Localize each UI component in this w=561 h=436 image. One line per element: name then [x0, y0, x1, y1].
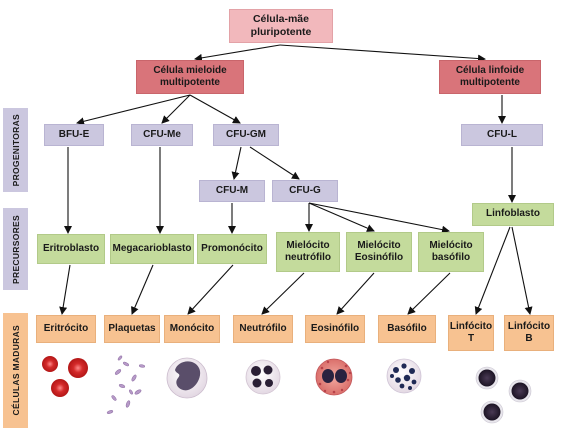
node-mielocito-eosinofilo: Mielócito Eosinófilo [346, 232, 412, 272]
red-blood-cells-icon [42, 356, 88, 397]
node-cfu-g: CFU-G [272, 180, 338, 202]
node-linfocito-b: Linfócito B [504, 315, 554, 351]
node-linfocito-t: Linfócito T [448, 315, 494, 351]
node-pluripotent-stem-cell: Célula-mãe pluripotente [229, 9, 333, 43]
stage-label-precursors: PRECURSORES [3, 208, 28, 290]
node-plaquetas: Plaquetas [104, 315, 160, 343]
node-mielocito-neutrofilo: Mielócito neutrófilo [276, 232, 340, 272]
node-cfu-l: CFU-L [461, 124, 543, 146]
node-mielocito-basofilo: Mielócito basófilo [418, 232, 484, 272]
node-monocito: Monócito [164, 315, 220, 343]
basophil-icon [386, 358, 422, 394]
node-basofilo: Basófilo [378, 315, 436, 343]
stage-label-progenitors: PROGENITORAS [3, 108, 28, 192]
node-cfu-gm: CFU-GM [213, 124, 279, 146]
eosinophil-icon [315, 358, 353, 396]
node-lymphoid-multipotent: Célula linfoide multipotente [439, 60, 541, 94]
neutrophil-icon [245, 359, 281, 395]
node-promonocito: Promonócito [197, 234, 267, 264]
platelets-icon [106, 355, 146, 414]
node-megacarioblasto: Megacarioblasto [110, 234, 194, 264]
node-eritroblasto: Eritroblasto [37, 234, 105, 264]
node-myeloid-multipotent: Célula mieloide multipotente [136, 60, 244, 94]
stage-label-mature-cells: CÉLULAS MADURAS [3, 313, 28, 428]
node-linfoblasto: Linfoblasto [472, 203, 554, 226]
monocyte-icon [166, 357, 208, 399]
node-eosinofilo: Eosinófilo [305, 315, 365, 343]
node-eritrocito: Eritrócito [36, 315, 96, 343]
node-cfu-m: CFU-M [199, 180, 265, 202]
node-cfu-me: CFU-Me [131, 124, 193, 146]
lymphocytes-icon [475, 366, 532, 424]
node-neutrofilo: Neutrófilo [233, 315, 293, 343]
node-bfu-e: BFU-E [44, 124, 104, 146]
